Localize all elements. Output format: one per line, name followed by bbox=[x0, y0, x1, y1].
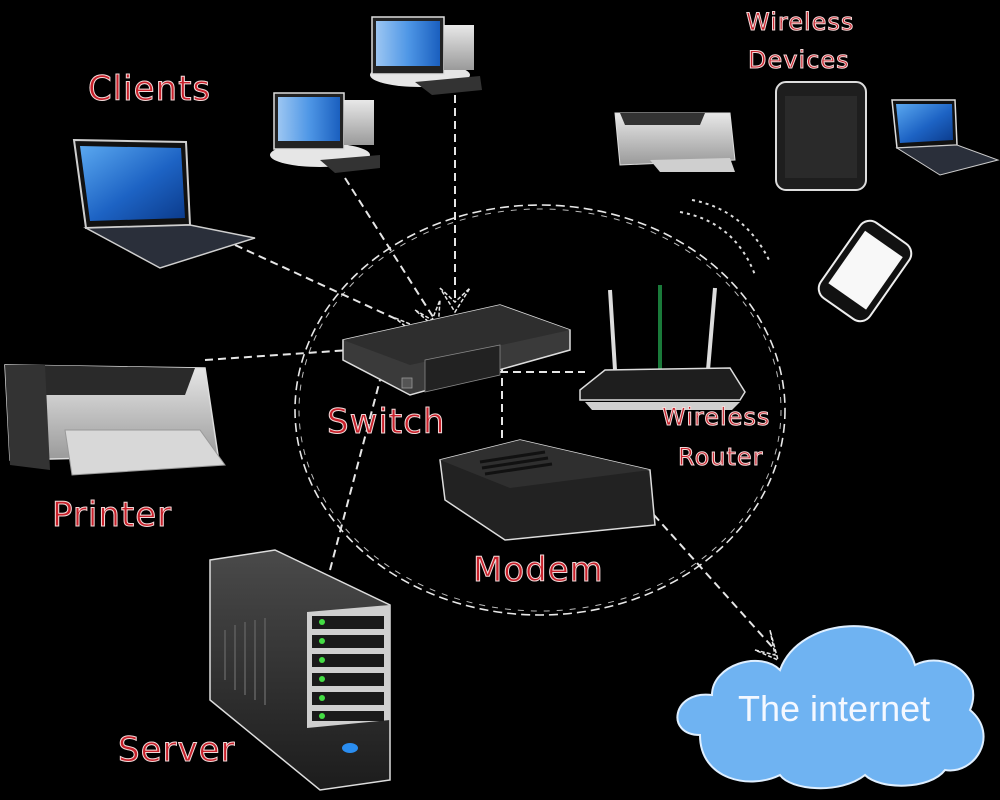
network-switch-icon bbox=[342, 304, 571, 396]
label-switch: Switch bbox=[326, 402, 446, 442]
wireless-printer-icon bbox=[614, 112, 736, 172]
network-boundary-ellipse-inner bbox=[298, 208, 782, 612]
wireless-router-icon bbox=[579, 285, 746, 410]
arrowhead-internet bbox=[754, 629, 780, 662]
network-boundary-ellipse bbox=[294, 204, 786, 616]
laptop-client-icon bbox=[72, 138, 256, 269]
wireless-laptop-icon bbox=[891, 99, 1000, 176]
smartphone-icon bbox=[817, 219, 913, 323]
wireless-speaker-icon bbox=[775, 81, 867, 191]
label-printer: Printer bbox=[51, 495, 173, 535]
printer-icon bbox=[4, 364, 226, 476]
connection-laptop-to-switch bbox=[234, 244, 421, 331]
desktop-client-2-icon bbox=[370, 16, 482, 95]
label-clients: Clients bbox=[87, 69, 212, 109]
label-wireless-devices-line2: Devices bbox=[748, 46, 850, 74]
connections bbox=[204, 95, 776, 651]
cloud-icon bbox=[676, 625, 985, 790]
wifi-signal-icon bbox=[679, 199, 771, 276]
server-tower-icon bbox=[209, 549, 391, 791]
connection-server-to-switch bbox=[329, 379, 381, 571]
label-internet: The internet bbox=[738, 688, 931, 729]
label-modem: Modem bbox=[473, 550, 604, 590]
desktop-client-1-icon bbox=[270, 92, 380, 173]
label-server: Server bbox=[118, 730, 236, 770]
label-wireless-router-line2: Router bbox=[678, 443, 764, 471]
connection-printer-to-switch bbox=[204, 349, 351, 361]
label-wireless-router-line1: Wireless bbox=[661, 403, 771, 431]
label-wireless-devices-line1: Wireless bbox=[745, 8, 855, 36]
modem-icon bbox=[439, 439, 656, 541]
connection-desktop1-to-switch bbox=[344, 177, 436, 321]
connection-modem-to-internet bbox=[644, 504, 776, 651]
arrowhead-desktop2 bbox=[439, 287, 471, 314]
